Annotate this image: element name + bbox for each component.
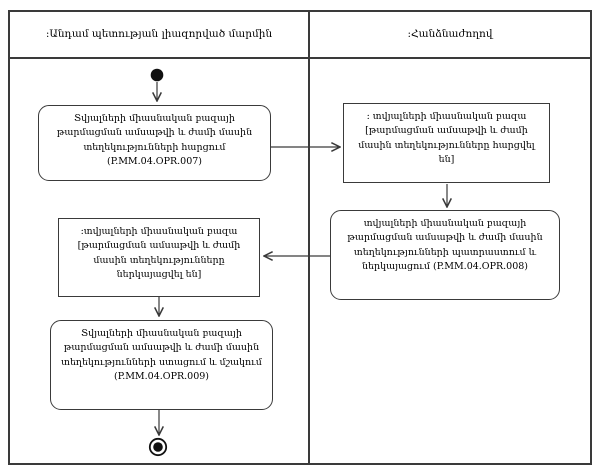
action-prepare-present-info: տվյալների միասնական բազայի թարմացման ամս… — [330, 210, 560, 300]
action-receive-process-info: Տվյալների միասնական բազայի թարմացման ամս… — [50, 320, 273, 410]
swimlane-header-authorized-body: :Անդամ պետության լիազորված մարմին — [45, 28, 273, 41]
object-db-presented: :տվյալների միասնական բազա [թարմացման ամս… — [58, 218, 260, 297]
swimlane-divider — [308, 12, 310, 463]
diagram-frame: :Անդամ պետության լիազորված մարմին :Հանձն… — [8, 10, 592, 465]
action-query-info: Տվյալների միասնական բազայի թարմացման ամս… — [38, 105, 271, 181]
object-db-queried: : տվյալների միասնական բազա [թարմացման ամ… — [343, 103, 550, 183]
header-separator — [10, 57, 590, 59]
swimlane-header-commission: :Հանձնաժողով — [407, 28, 493, 41]
